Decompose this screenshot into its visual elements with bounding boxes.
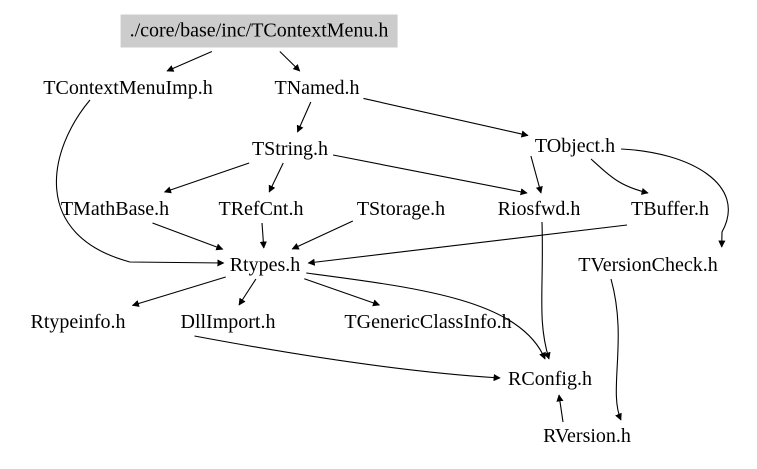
graph-node-tbuffer[interactable]: TBuffer.h [631,198,709,220]
graph-edge-tstring-to-riosfwd [332,154,528,196]
graph-node-tmathbase[interactable]: TMathBase.h [60,198,170,220]
graph-edge-rtypes-to-tgenericclassinfo [304,278,381,307]
graph-node-tobject[interactable]: TObject.h [534,135,616,157]
graph-edge-root-to-tcontextmenuimp [166,50,213,72]
graph-edge-tstring-to-trefcnt [268,162,284,193]
graph-edge-tnamed-to-tstring [296,101,312,133]
graph-edge-tobject-to-tversioncheck [621,148,729,248]
graph-node-rconfig[interactable]: RConfig.h [508,368,592,390]
graph-edge-tstorage-to-rtypes [291,220,354,250]
graph-edge-tcontextmenuimp-to-rtypes [55,99,225,267]
graph-node-trefcnt[interactable]: TRefCnt.h [218,198,304,220]
graph-edge-rtypes-to-rtypeinfo [131,276,226,307]
graph-edge-tobject-to-tbuffer [590,158,649,195]
graph-node-riosfwd[interactable]: Riosfwd.h [497,198,581,220]
graph-edge-tobject-to-riosfwd [530,155,543,194]
graph-node-tstorage[interactable]: TStorage.h [356,198,446,220]
graph-node-tnamed[interactable]: TNamed.h [274,77,360,99]
graph-edge-trefcnt-to-rtypes [259,222,267,249]
graph-node-tcontextmenuimp[interactable]: TContextMenuImp.h [43,77,213,99]
graph-edge-riosfwd-to-rconfig [541,221,551,360]
graph-node-dllimport[interactable]: DllImport.h [180,311,276,333]
graph-node-root[interactable]: ./core/base/inc/TContextMenu.h [120,14,398,48]
graph-node-tversioncheck[interactable]: TVersionCheck.h [578,254,718,276]
graph-edge-rtypes-to-rconfig [306,272,546,360]
graph-node-tstring[interactable]: TString.h [251,138,329,160]
graph-edge-dllimport-to-rconfig [194,335,501,382]
graph-node-tgenericclassinfo[interactable]: TGenericClassInfo.h [344,311,512,333]
graph-edge-tversioncheck-to-rversion [610,278,622,421]
graph-node-rtypeinfo[interactable]: Rtypeinfo.h [30,311,126,333]
graph-edge-rversion-to-rconfig [556,394,564,423]
graph-edge-tstring-to-tmathbase [163,162,250,194]
graph-edge-tmathbase-to-rtypes [152,222,224,251]
graph-edge-tnamed-to-tobject [363,97,529,138]
graph-edge-tbuffer-to-rtypes [307,224,628,266]
graph-node-rversion[interactable]: RVersion.h [543,425,631,447]
graph-edge-rtypes-to-dllimport [238,278,257,306]
graph-node-rtypes[interactable]: Rtypes.h [229,254,301,276]
graph-edge-root-to-tnamed [279,51,301,72]
